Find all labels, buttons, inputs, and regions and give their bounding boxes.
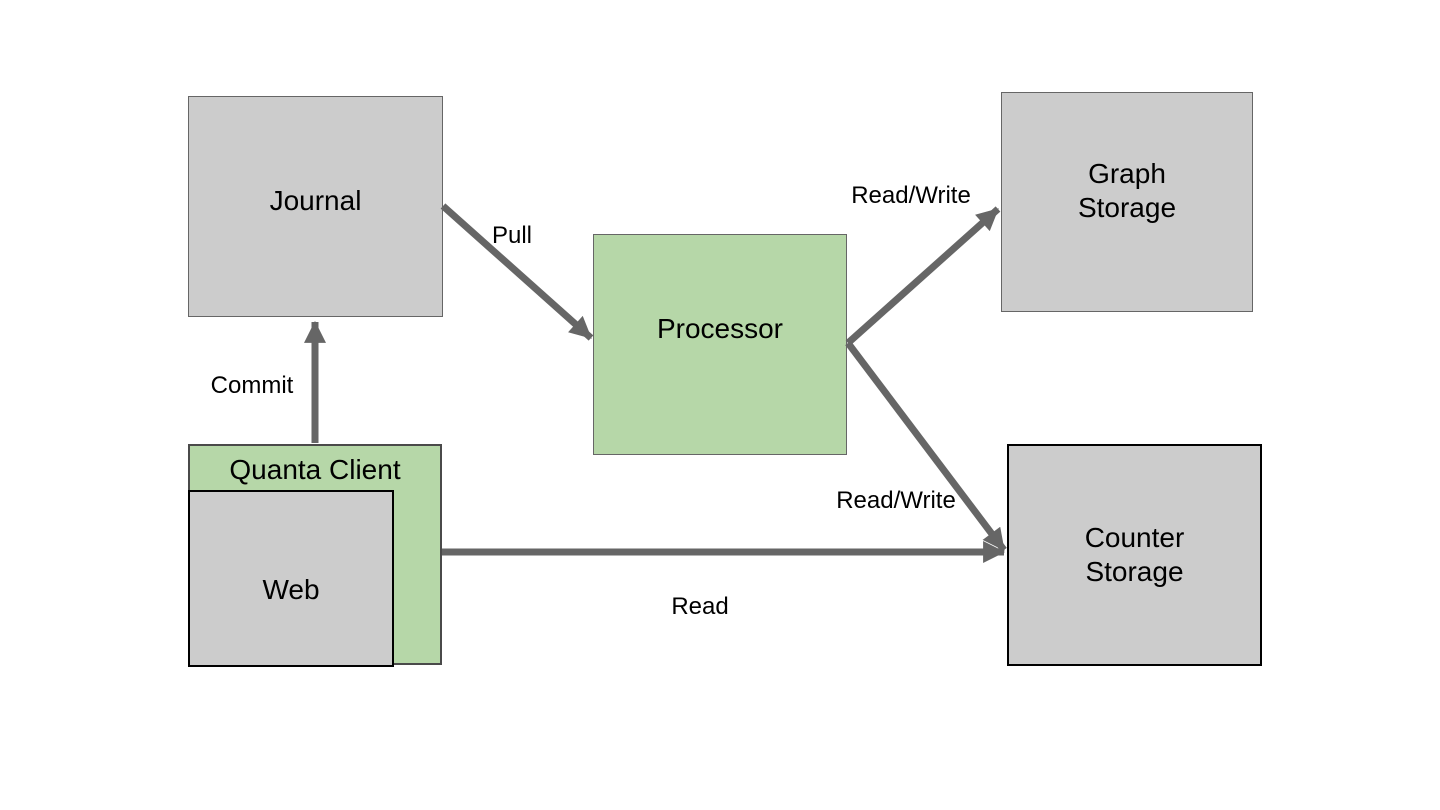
- node-graph-storage-label: Graph Storage: [1077, 158, 1177, 223]
- edge-label-read-write-graph: Read/Write: [851, 182, 971, 209]
- node-journal: Journal: [188, 96, 443, 317]
- node-processor: Processor: [593, 234, 847, 455]
- edge-label-commit: Commit: [210, 372, 294, 399]
- node-web: Web: [188, 490, 394, 667]
- node-counter-storage: Counter Storage: [1007, 444, 1262, 666]
- node-web-label: Web: [262, 573, 320, 605]
- read-write-graph-arrow: [845, 206, 1001, 346]
- node-graph-storage: Graph Storage: [1001, 92, 1253, 312]
- edge-label-pull: Pull: [491, 222, 533, 249]
- read-write-counter-arrow: [845, 340, 1007, 553]
- node-journal-label: Journal: [269, 184, 362, 216]
- node-processor-label: Processor: [656, 312, 784, 344]
- edge-label-read-write-counter: Read/Write: [836, 487, 956, 514]
- edge-label-read: Read: [671, 593, 729, 620]
- node-quanta-client-label: Quanta Client: [229, 454, 401, 485]
- node-counter-storage-label: Counter Storage: [1084, 522, 1185, 587]
